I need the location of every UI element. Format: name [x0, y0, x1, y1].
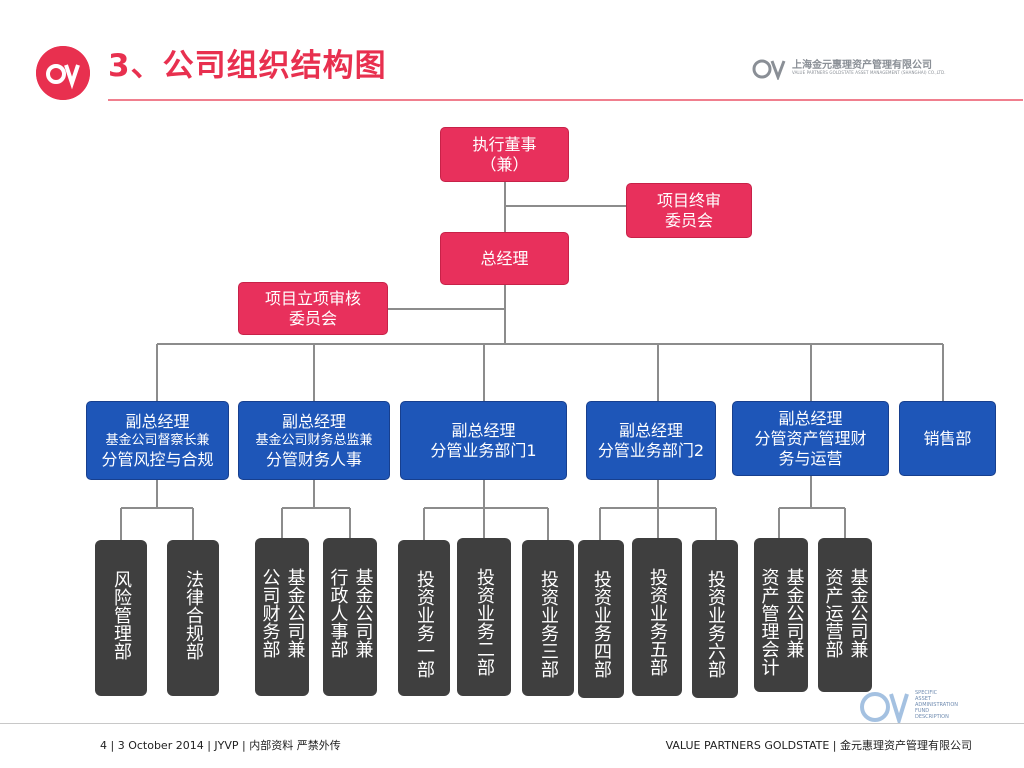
deputy-gm-scope: 分管风控与合规 [101, 449, 214, 469]
department-asset-accounting: 资产管理会计 基金公司兼 [754, 538, 808, 692]
deputy-gm-scope-cont: 务与运营 [778, 448, 843, 468]
initiation-label-1: 项目立项审核 [264, 288, 361, 308]
deputy-gm-title: 副总经理 [125, 411, 190, 431]
department-investment-3: 投资业务三部 [522, 540, 574, 696]
department-asset-operations: 资产运营部 基金公司兼 [818, 538, 872, 692]
department-label: 投资业务五部 [647, 568, 668, 676]
deputy-gm-title: 副总经理 [451, 420, 516, 440]
page-title: 3、公司组织结构图 [108, 48, 387, 84]
footer-page-info: 4 | 3 October 2014 | JYVP | 内部资料 严禁外传 [100, 739, 341, 752]
department-note: 基金公司兼 [352, 568, 374, 658]
deputy-gm-business1-box: 副总经理 分管业务部门1 [400, 401, 567, 480]
brand-logo-icon [36, 46, 90, 100]
department-note: 基金公司兼 [847, 568, 869, 658]
initiation-committee-box: 项目立项审核 委员会 [238, 282, 388, 335]
department-label: 投资业务六部 [705, 570, 726, 678]
company-subtitle: VALUE PARTNERS GOLDSTATE ASSET MANAGEMEN… [792, 70, 946, 75]
deputy-gm-title: 副总经理 [618, 420, 683, 440]
deputy-gm-scope: 分管资产管理财 [754, 428, 867, 448]
initiation-label-2: 委员会 [288, 308, 337, 328]
department-label: 资产管理会计 [758, 568, 780, 676]
final-review-committee-box: 项目终审 委员会 [626, 183, 752, 238]
footer-logo-text: SPECIFIC ASSET ADMINISTRATION FUND DESCR… [915, 690, 959, 720]
department-risk-management: 风险管理部 [95, 540, 147, 696]
deputy-gm-role: 基金公司财务总监兼 [255, 432, 373, 448]
department-admin-hr: 行政人事部 基金公司兼 [323, 538, 377, 696]
executive-director-label: 执行董事 [472, 134, 537, 154]
department-label: 法律合规部 [183, 570, 204, 660]
header-divider [108, 99, 1023, 101]
deputy-gm-finance-box: 副总经理 基金公司财务总监兼 分管财务人事 [238, 401, 390, 480]
general-manager-box: 总经理 [440, 232, 569, 285]
deputy-gm-risk-box: 副总经理 基金公司督察长兼 分管风控与合规 [86, 401, 229, 480]
executive-director-box: 执行董事 （兼） [440, 127, 569, 182]
department-legal-compliance: 法律合规部 [167, 540, 219, 696]
department-investment-4: 投资业务四部 [578, 540, 624, 698]
department-investment-5: 投资业务五部 [632, 538, 682, 696]
deputy-gm-title: 副总经理 [281, 411, 346, 431]
department-label: 投资业务四部 [591, 570, 612, 678]
deputy-gm-scope: 分管业务部门2 [597, 440, 705, 460]
final-review-label-2: 委员会 [664, 210, 713, 230]
department-investment-2: 投资业务二部 [457, 538, 511, 696]
sales-department-box: 销售部 [899, 401, 996, 476]
deputy-gm-business2-box: 副总经理 分管业务部门2 [586, 401, 716, 480]
footer-divider [0, 723, 1024, 724]
department-investment-1: 投资业务一部 [398, 540, 450, 696]
department-company-finance: 公司财务部 基金公司兼 [255, 538, 309, 696]
deputy-gm-scope: 分管财务人事 [265, 449, 362, 469]
department-label: 风险管理部 [111, 570, 132, 660]
department-label: 投资业务一部 [414, 570, 435, 678]
deputy-gm-title: 副总经理 [778, 408, 843, 428]
department-note: 基金公司兼 [783, 568, 805, 658]
sales-department-label: 销售部 [923, 428, 972, 448]
department-label: 公司财务部 [259, 568, 281, 658]
footer-company: VALUE PARTNERS GOLDSTATE | 金元惠理资产管理有限公司 [665, 739, 972, 752]
department-label: 投资业务三部 [538, 570, 559, 678]
department-label: 资产运营部 [822, 568, 844, 658]
department-label: 投资业务二部 [474, 568, 495, 676]
department-note: 基金公司兼 [284, 568, 306, 658]
deputy-gm-scope: 分管业务部门1 [430, 440, 537, 460]
deputy-gm-role: 基金公司督察长兼 [105, 432, 210, 448]
footer-logo-icon [860, 692, 909, 724]
department-investment-6: 投资业务六部 [692, 540, 738, 698]
company-name: 上海金元惠理资产管理有限公司 [792, 60, 932, 71]
company-logo-icon [752, 59, 786, 80]
final-review-label-1: 项目终审 [656, 190, 721, 210]
general-manager-label: 总经理 [480, 248, 529, 268]
department-label: 行政人事部 [327, 568, 349, 658]
executive-director-note: （兼） [480, 154, 529, 174]
deputy-gm-asset-box: 副总经理 分管资产管理财 务与运营 [732, 401, 889, 476]
